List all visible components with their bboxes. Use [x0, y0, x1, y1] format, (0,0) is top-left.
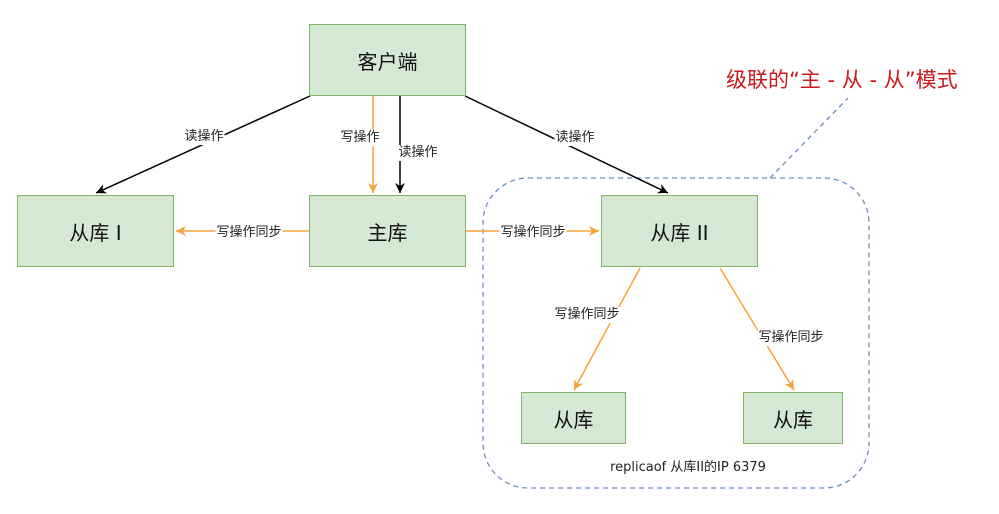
label-sync-slave2: 写操作同步	[499, 225, 567, 241]
slave2-node: 从库 II	[601, 195, 758, 267]
slave3-node: 从库	[521, 392, 626, 444]
slave1-node: 从库 I	[17, 195, 174, 267]
label-sync-slave1: 写操作同步	[215, 225, 283, 241]
group-caption: replicaof 从库II的IP 6379	[610, 460, 766, 475]
label-read-slave1: 读操作	[183, 129, 225, 145]
label-sync-slave4: 写操作同步	[757, 330, 825, 346]
arrow-sync-slave3	[573, 267, 641, 391]
label-read-slave2: 读操作	[554, 130, 596, 146]
arrow-sync-slave4	[719, 267, 795, 391]
label-read-master: 读操作	[397, 145, 439, 161]
cascade-group-border	[482, 177, 870, 489]
label-sync-slave3: 写操作同步	[553, 307, 621, 323]
callout-line	[769, 97, 849, 179]
client-node: 客户端	[309, 24, 466, 96]
diagram-title: 级联的“主 - 从 - 从”模式	[726, 68, 958, 92]
slave4-node: 从库	[743, 392, 843, 444]
master-node: 主库	[309, 195, 466, 267]
label-write-master: 写操作	[339, 130, 381, 146]
